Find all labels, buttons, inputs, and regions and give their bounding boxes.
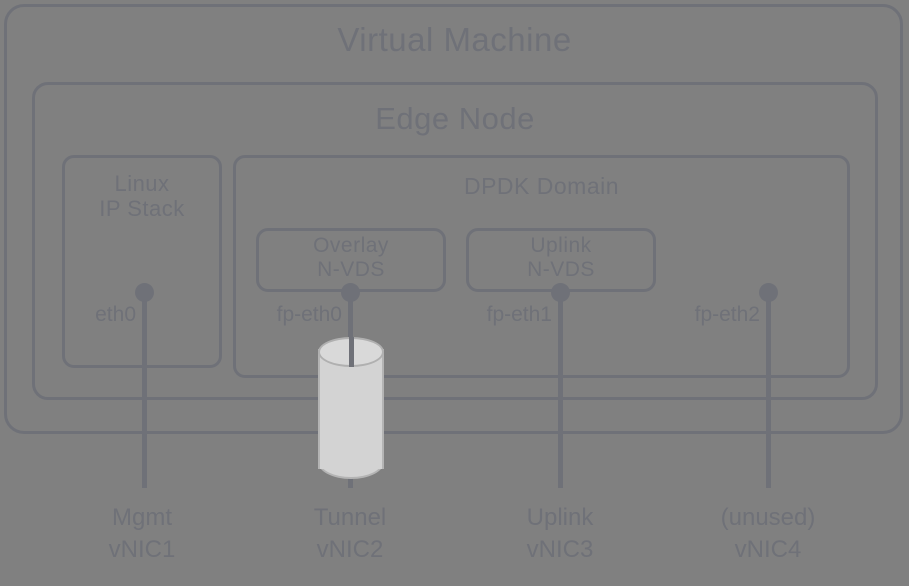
port-label-fp-eth0: fp-eth0	[276, 303, 342, 326]
vnic-label-vnic2: Tunnel vNIC2	[250, 502, 450, 565]
edge-node-container	[32, 82, 878, 400]
cylinder-body	[318, 349, 384, 469]
vnic-role-vnic3: Uplink	[526, 504, 594, 531]
dpdk-domain-container	[233, 155, 850, 378]
vnic-label-vnic4: (unused) vNIC4	[668, 502, 868, 565]
vnic-role-vnic1: Mgmt	[112, 504, 172, 531]
vnic-role-vnic2: Tunnel	[313, 504, 387, 531]
port-stem-fp-eth1	[558, 292, 563, 488]
tunnel-cylinder-icon	[318, 337, 384, 481]
port-label-fp-eth2: fp-eth2	[694, 303, 760, 326]
vnic-id-vnic4: vNIC4	[734, 535, 802, 563]
port-stem-eth0	[142, 292, 147, 488]
dpdk-domain-title: DPDK Domain	[463, 173, 620, 199]
port-dot-eth0[interactable]	[135, 283, 154, 302]
edge-node-title: Edge Node	[375, 101, 535, 136]
linux-ip-stack-title: Linux IP Stack	[62, 171, 222, 221]
uplink-nvds-title-line2: N-VDS	[527, 257, 595, 281]
virtual-machine-container	[4, 4, 903, 434]
vnic-id-vnic3: vNIC3	[526, 535, 594, 563]
overlay-nvds-title: Overlay N-VDS	[256, 234, 446, 281]
virtual-machine-title: Virtual Machine	[337, 21, 572, 58]
cylinder-stem	[349, 337, 354, 367]
uplink-nvds-title-line1: Uplink	[530, 234, 592, 257]
port-dot-fp-eth0[interactable]	[341, 283, 360, 302]
port-label-fp-eth1: fp-eth1	[486, 303, 552, 326]
vnic-id-vnic1: vNIC1	[108, 535, 176, 563]
uplink-nvds-title: Uplink N-VDS	[466, 234, 656, 281]
vnic-label-vnic3: Uplink vNIC3	[460, 502, 660, 565]
vnic-id-vnic2: vNIC2	[316, 535, 384, 563]
vnic-role-vnic4: (unused)	[720, 504, 816, 531]
port-dot-fp-eth2[interactable]	[759, 283, 778, 302]
linux-ip-stack-title-line2: IP Stack	[99, 195, 185, 221]
overlay-nvds-title-line2: N-VDS	[317, 257, 385, 281]
overlay-nvds-title-line1: Overlay	[313, 234, 389, 257]
port-stem-fp-eth2	[766, 292, 771, 488]
port-dot-fp-eth1[interactable]	[551, 283, 570, 302]
port-label-eth0: eth0	[95, 303, 136, 326]
linux-ip-stack-title-line1: Linux	[114, 171, 170, 196]
vnic-label-vnic1: Mgmt vNIC1	[42, 502, 242, 565]
